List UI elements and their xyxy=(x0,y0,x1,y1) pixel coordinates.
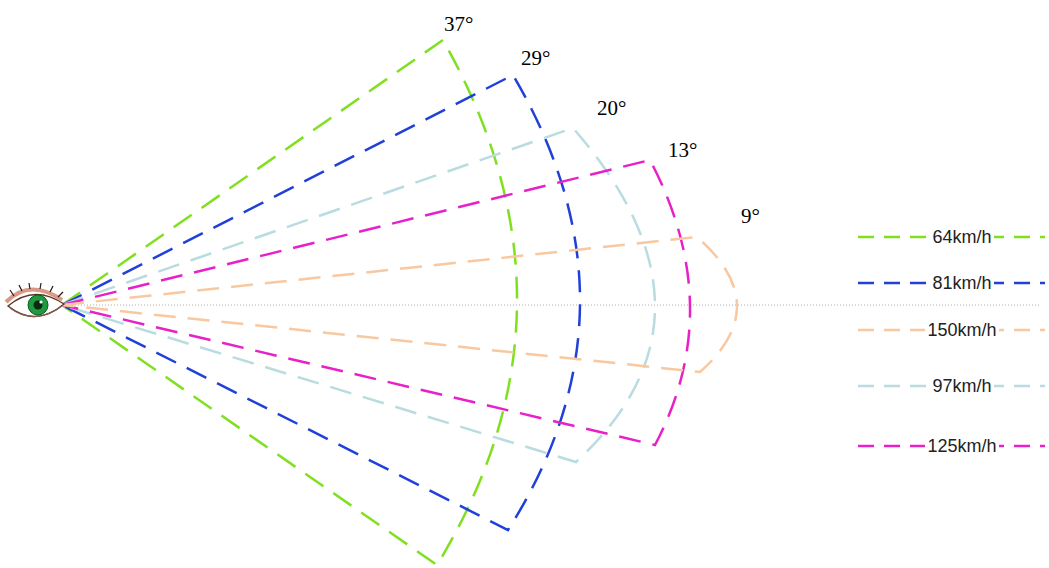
legend-label: 125km/h xyxy=(925,437,998,455)
angle-label: 13° xyxy=(668,140,697,161)
angle-label: 9° xyxy=(741,206,760,227)
axis-line xyxy=(72,305,1040,306)
angle-label: 37° xyxy=(444,14,473,35)
eye-icon xyxy=(6,283,64,317)
vision-cone xyxy=(62,75,580,530)
vision-cone xyxy=(62,160,690,445)
angle-label: 29° xyxy=(521,48,550,69)
legend-label: 150km/h xyxy=(925,321,998,339)
legend-label: 64km/h xyxy=(930,228,993,246)
vision-cone xyxy=(62,40,517,565)
angle-label: 20° xyxy=(597,98,626,119)
legend-label: 81km/h xyxy=(930,274,993,292)
vision-cone xyxy=(62,237,737,372)
legend-label: 97km/h xyxy=(930,377,993,395)
